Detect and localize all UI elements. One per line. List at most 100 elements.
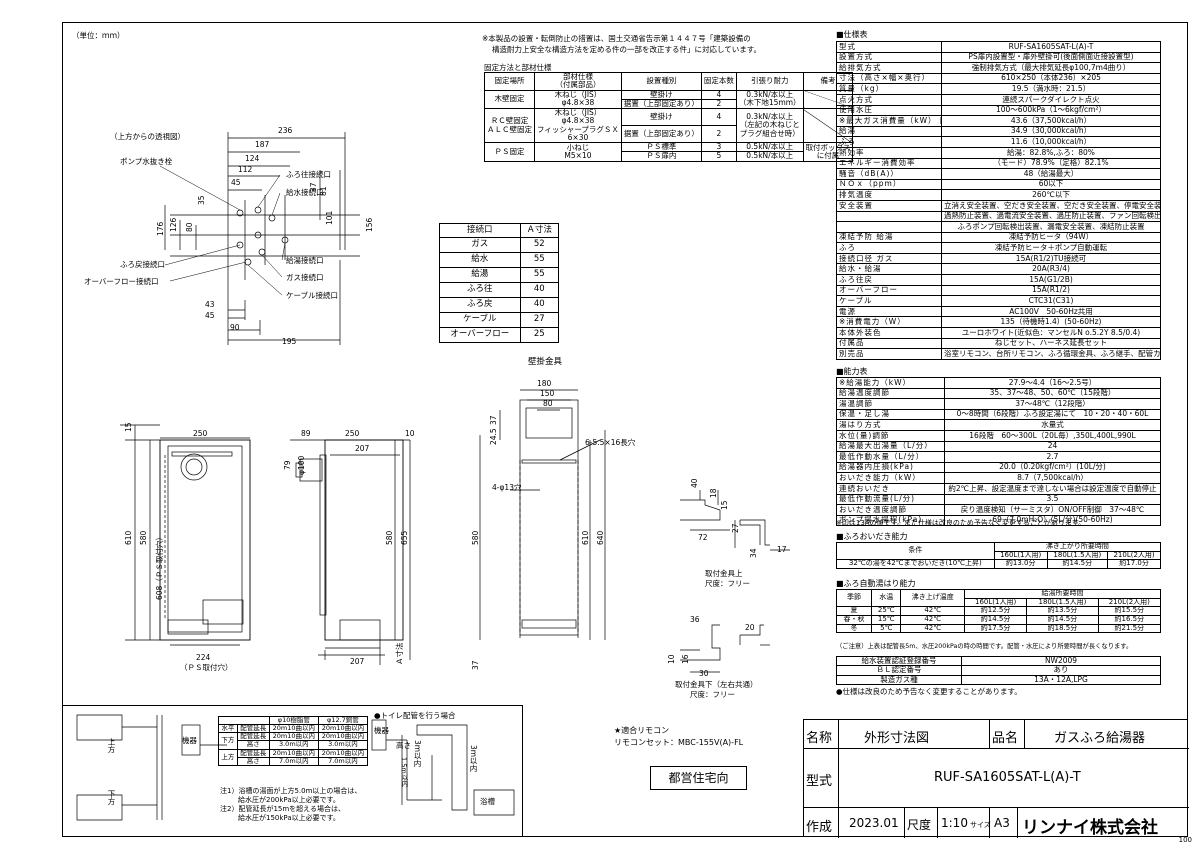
perf-key: ※給湯能力（kW） <box>836 377 945 389</box>
upper-bracket-dim: 72 <box>698 533 708 542</box>
top-view-dim: 195 <box>282 337 297 346</box>
pipe-note: 注2）配管延長が15mを超える場合は、 <box>220 805 345 813</box>
auto-header: 給湯所要時間 <box>963 589 1162 599</box>
front-view-dim: 580 <box>139 530 148 545</box>
reheat-cell: 32℃の湯を42℃までおいだき(10℃上昇) <box>836 559 995 570</box>
fix-cell-location: ＰＳ固定 <box>484 142 535 162</box>
toilet-high-label: 高さ <box>396 741 411 750</box>
spec-value: 135（待機時1.4）(50-60Hz) <box>941 316 1161 329</box>
pipe-val: 7.0m以内 <box>268 756 319 766</box>
auto-sub-header: 210L(2人用) <box>1097 597 1162 608</box>
bracket-dim: 24.5 <box>489 428 498 445</box>
spec-value: 浴室リモコン、台所リモコン、ふろ循環金具、ふろ継手、配管カバー <box>941 348 1161 360</box>
upper-bracket-dim: 40 <box>690 478 699 488</box>
top-view-dim: 176 <box>156 221 165 236</box>
auto-cell: 42℃ <box>900 606 965 617</box>
title-model-value: RUF-SA1605SAT-L(A)-T <box>934 770 1081 785</box>
spec-value: 260℃以下 <box>941 189 1161 201</box>
bracket-dim: 150 <box>540 389 555 398</box>
spec-value: 給湯：82.8%,ふろ：80% <box>941 146 1161 159</box>
spec-key: 給水・給湯 <box>836 263 942 276</box>
pipe-kind: 配管延長 <box>236 732 270 742</box>
spec-value: （モード）78.9%（定格）82.1% <box>941 157 1161 170</box>
top-view-dim: 90 <box>230 323 240 332</box>
front-view-dim: 608（ＰＳ取付穴） <box>154 533 164 600</box>
top-view-dim: 45 <box>231 178 241 187</box>
top-view-label: 給水接続口 <box>286 188 324 197</box>
auto-cell: 約14.5分 <box>1026 615 1099 625</box>
title-block: 名称 外形寸法図 品名 ガスふろ給湯器 型式 RUF-SA1605SAT-L(A… <box>803 719 1189 838</box>
upper-bracket-dim: 15 <box>720 500 729 510</box>
perf-key: おいだき能力（kW） <box>836 472 945 484</box>
spec-value: 43.6（37,500kcal/h） <box>941 115 1161 127</box>
perf-value: 8.7（7,500kcal/h） <box>944 472 1161 484</box>
spec-value: 凍結予防ヒータ（94W） <box>941 231 1161 244</box>
spec-key: 給湯 <box>836 125 942 138</box>
pipe-val: 20m10曲以内 <box>317 748 369 758</box>
perf-value: 27.9～4.4（16～2.5号） <box>944 377 1161 389</box>
pipe-val: 20m10曲以内 <box>317 732 369 742</box>
spec-key: 型式 <box>836 41 942 53</box>
lower-bracket-drawing <box>680 624 770 673</box>
fix-cell-strength: 0.5kN/本以上 <box>735 151 804 162</box>
perf-value: 69（7.0mH₂O）(5L/分)(50-60Hz) <box>944 514 1161 527</box>
top-view-dim: 35 <box>197 195 206 205</box>
top-view-dim: 126 <box>169 217 178 232</box>
perf-key: 保温・足し湯 <box>836 408 945 421</box>
wall-bracket-drawing <box>479 389 606 640</box>
auto-sub-header: 180L(1.5人用) <box>1026 597 1099 608</box>
top-view-label: ガス接続口 <box>286 273 324 282</box>
bracket-dim: 580 <box>471 530 480 545</box>
pipe-val: 3.0m以内 <box>268 740 319 750</box>
pipe-val: 7.0m以内 <box>317 756 369 766</box>
perf-key: 最低作動流量(L/分) <box>836 493 945 506</box>
pipe-kind: 配管延長 <box>236 748 270 758</box>
pipe-section-divider <box>522 705 523 837</box>
perf-key: 給湯温度調節 <box>836 387 945 400</box>
spec-value: 34.9（30,000kcal/h） <box>941 125 1161 138</box>
pipe-kind: 高さ <box>236 740 270 750</box>
auto-cell: 約12.5分 <box>963 606 1028 617</box>
auto-cell: 25℃ <box>871 606 902 617</box>
spec-key: 電源 <box>836 305 942 318</box>
bracket-dim: 37 <box>471 660 480 670</box>
pipe-val: 20m10曲以内 <box>268 732 319 742</box>
cert-value: NW2009 <box>961 655 1161 667</box>
auto-cell: 冬 <box>835 623 873 634</box>
spec-key: 点火方式 <box>836 93 942 106</box>
spec-key: 給排気方式 <box>836 62 942 74</box>
top-view-label: ふろ往接続口 <box>286 170 331 179</box>
spec-key: ※消費電力（W） <box>836 316 942 329</box>
spec-key: 設置方式 <box>836 51 942 64</box>
spec-table-title: ■仕様表 <box>836 30 868 39</box>
pipe-kind: 高さ <box>236 756 270 766</box>
spec-key: 質量（kg） <box>836 83 942 95</box>
drawing-sheet-border <box>62 22 1188 837</box>
top-view-dim: 156 <box>365 217 374 232</box>
perf-key: 湯はり方式 <box>836 419 945 431</box>
perf-value: 0～8時間（6段階）ふろ設定湯にて 10・20・40・60L <box>944 408 1161 421</box>
reheat-cell: 約13.0分 <box>993 559 1048 570</box>
pipe-val: 3.0m以内 <box>317 740 369 750</box>
front-view-dim: （ＰＳ取付穴） <box>180 662 233 672</box>
side-view-dim: 207 <box>350 657 365 666</box>
reheat-cell: 約17.0分 <box>1107 559 1161 570</box>
toilet-bath-label: 浴槽 <box>480 797 495 806</box>
spec-value: 15A(R1/2)TU接続可 <box>941 252 1161 265</box>
cert-key: 製造ガス種 <box>836 674 962 685</box>
fix-cell-count: 4 <box>700 89 737 100</box>
spec-key: ※最大ガス消費量（kW） 同時 <box>836 115 942 127</box>
spec-key: 騒音（dB(A)） <box>836 168 942 180</box>
reheat-table: 条件沸き上がり所要時間 160L(1人用)180L(1.5人用)210L(2人用… <box>836 541 1162 570</box>
auto-cell: 42℃ <box>900 615 965 625</box>
bracket-dim: 4-φ13穴 <box>492 482 522 492</box>
perf-key: 最低作動水量（L/分） <box>836 451 945 463</box>
perf-key: 水位(量)調節 <box>836 429 945 442</box>
front-view-dim: 250 <box>193 429 208 438</box>
pipe-section <box>62 705 522 838</box>
bracket-dim: 6-5.5×16長穴 <box>585 437 636 447</box>
